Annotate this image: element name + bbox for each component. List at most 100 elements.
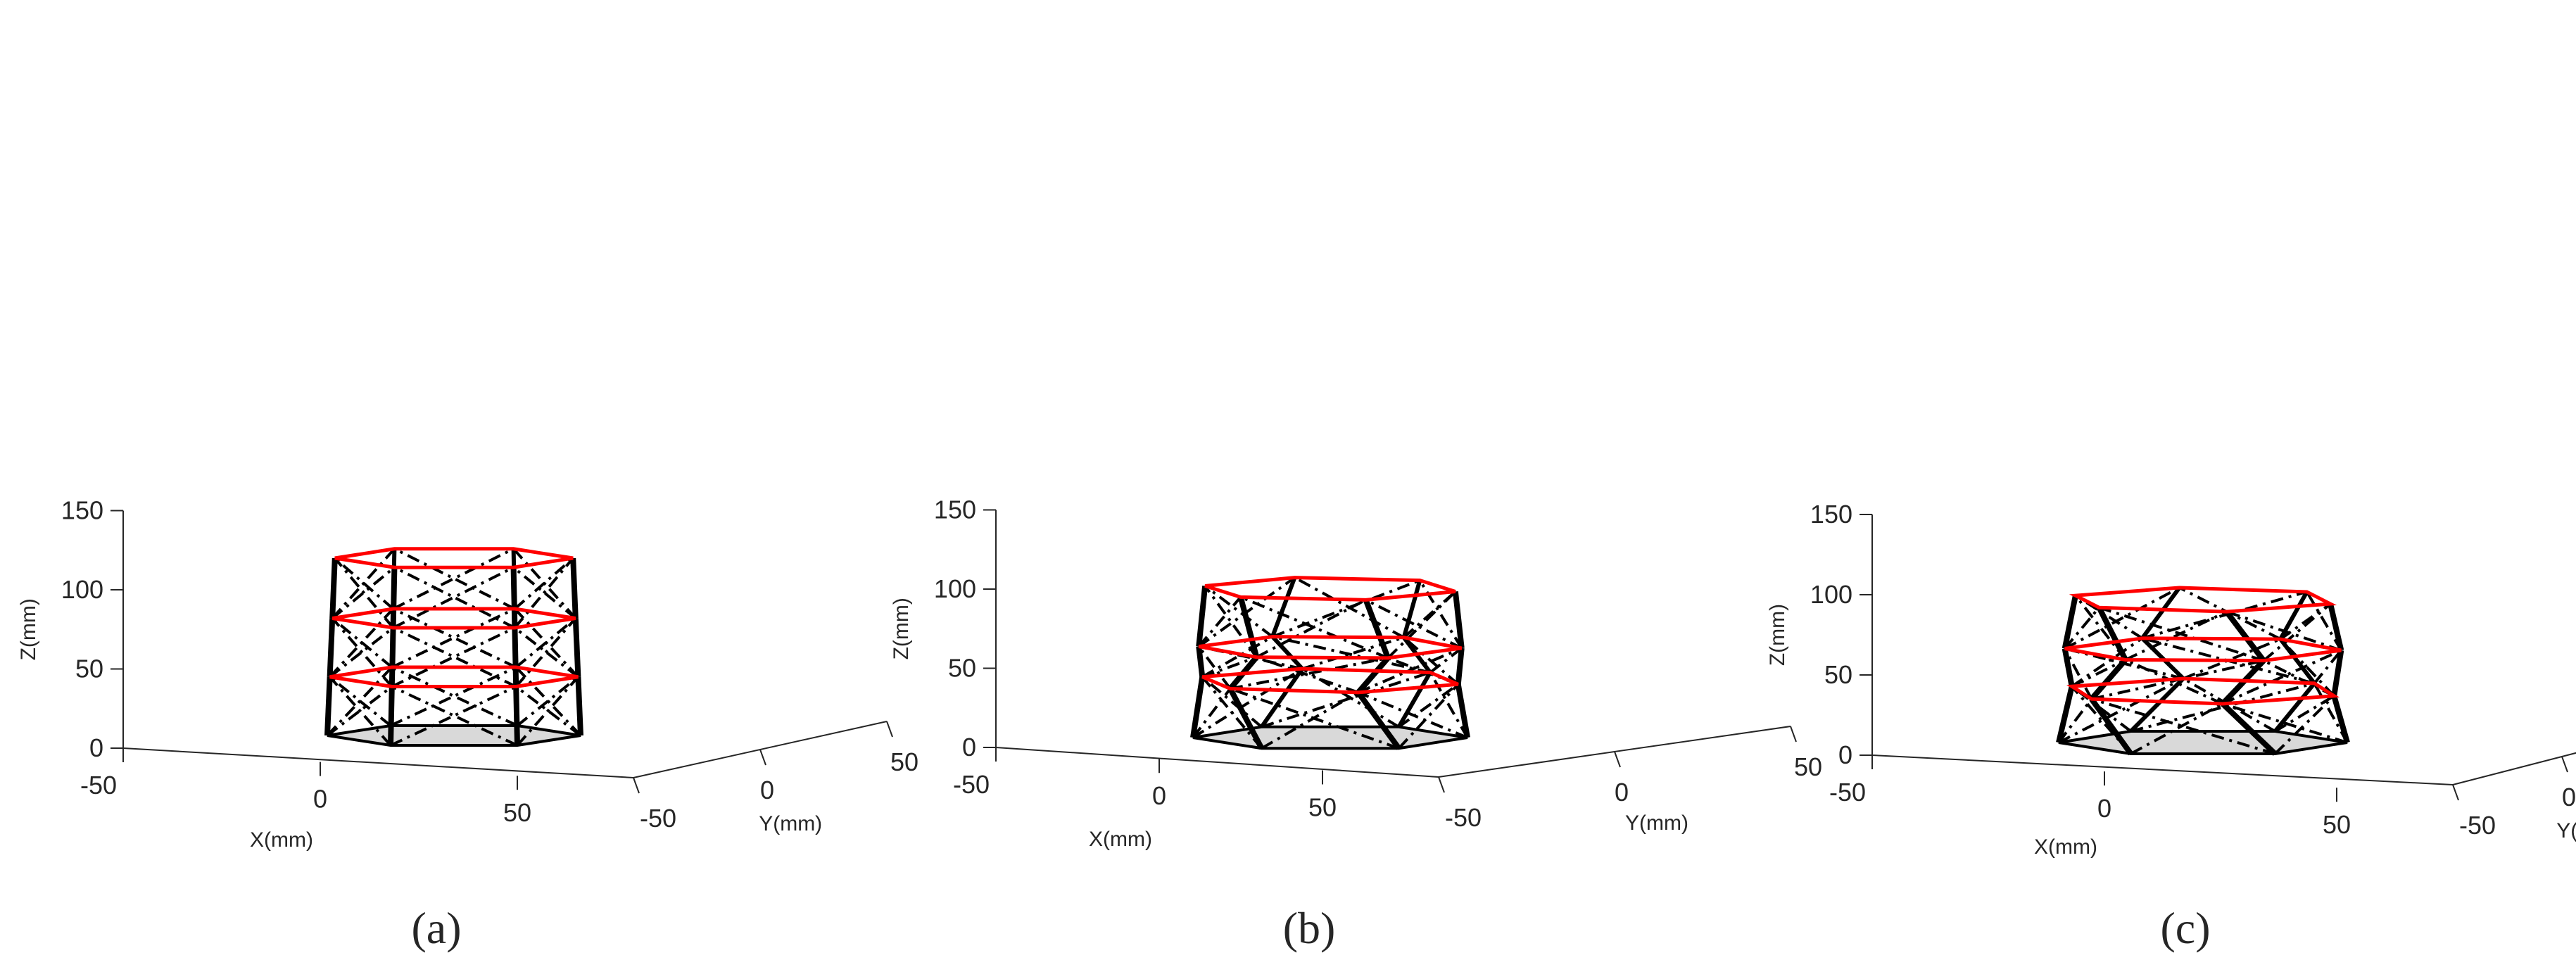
module-ring [332, 607, 576, 630]
diagonal-brace [392, 626, 517, 688]
diagonal-brace [1197, 645, 1232, 690]
y-axis-label: Y(mm) [759, 812, 822, 835]
diagonal-brace [1429, 647, 1463, 674]
diagonal-brace [393, 566, 516, 629]
diagonal-brace [513, 557, 574, 629]
vertical-strut [1196, 586, 1208, 647]
diagonal-brace [392, 548, 514, 610]
module-ring [2069, 586, 2337, 614]
diagonal-brace [2058, 677, 2184, 744]
diagonal-brace [331, 617, 393, 688]
x-axis-line [995, 747, 1439, 778]
diagonal-brace [516, 676, 579, 747]
z-tick-label: 150 [1810, 500, 1852, 529]
diagonal-brace [391, 626, 516, 688]
diagonal-brace [334, 557, 394, 610]
vertical-strut [2331, 650, 2344, 697]
diagonal-brace [390, 685, 517, 747]
panel-caption: (b) [1283, 903, 1336, 953]
vertical-strut [1396, 671, 1432, 728]
diagonal-brace [391, 666, 518, 727]
diagonal-brace [1197, 596, 1242, 648]
vertical-strut [575, 676, 583, 736]
y-tick-mark [886, 721, 893, 738]
diagonal-brace [1398, 683, 1460, 750]
module-ring [1204, 576, 1456, 602]
vertical-strut [2129, 677, 2185, 733]
vertical-strut [570, 557, 579, 619]
base-plate [1192, 725, 1468, 750]
vertical-strut [1196, 646, 1206, 678]
diagonal-brace [514, 617, 577, 688]
module-ring [1201, 667, 1459, 695]
diagonal-brace [2279, 638, 2335, 697]
diagonal-brace [1357, 690, 1468, 739]
diagonal-brace [2091, 697, 2276, 755]
diagonal-brace [2063, 648, 2093, 700]
z-tick-label: 0 [962, 733, 976, 762]
diagonal-brace [1365, 598, 1463, 650]
diagonal-brace [2130, 681, 2315, 733]
x-tick-label: -50 [1829, 778, 1866, 807]
diagonal-brace [2125, 610, 2228, 662]
vertical-strut [2140, 586, 2181, 640]
diagonal-brace [1201, 655, 1258, 678]
vertical-strut [2273, 682, 2316, 733]
diagonal-brace [1387, 590, 1457, 659]
y-tick-mark [633, 777, 640, 794]
diagonal-brace [329, 676, 392, 727]
y-axis-line [2452, 752, 2576, 785]
diagonal-brace [2279, 602, 2332, 640]
diagonal-brace [1256, 598, 1367, 659]
diagonal-brace [1192, 667, 1303, 739]
diagonal-brace [2313, 682, 2349, 743]
base-plate [327, 724, 581, 747]
y-tick-label: -50 [640, 804, 676, 833]
vertical-strut [1356, 656, 1391, 695]
y-tick-label: 0 [2562, 783, 2576, 811]
diagonal-brace [1201, 676, 1263, 728]
vertical-strut [2056, 686, 2075, 743]
vertical-strut [1237, 596, 1260, 658]
y-tick-mark [2452, 784, 2459, 801]
diagonal-brace [329, 676, 392, 747]
y-tick-label: 50 [1794, 752, 1822, 781]
x-tick-label: 50 [2323, 810, 2351, 839]
y-tick-label: -50 [2459, 811, 2496, 840]
vertical-strut [391, 548, 397, 609]
vertical-strut [2062, 648, 2075, 688]
diagonal-brace [2057, 697, 2093, 744]
diagonal-brace [1261, 671, 1431, 728]
diagonal-brace [1230, 656, 1389, 690]
y-tick-label: 50 [890, 747, 918, 776]
module-ring [1198, 635, 1463, 660]
diagonal-brace [1403, 590, 1457, 639]
x-axis-line [1871, 754, 2454, 785]
vertical-strut [2331, 695, 2350, 744]
y-tick-label: -50 [1445, 803, 1482, 832]
diagonal-brace [1261, 691, 1359, 750]
diagonal-brace [2178, 586, 2281, 640]
z-axis-label: Z(mm) [1766, 604, 1789, 666]
diagonal-brace [1272, 635, 1431, 674]
diagonal-brace [1398, 683, 1459, 728]
diagonal-brace [2222, 702, 2348, 744]
vertical-strut [2278, 590, 2309, 640]
diagonal-brace [390, 666, 517, 727]
vertical-strut [2224, 609, 2266, 663]
diagonal-brace [2142, 590, 2308, 640]
vertical-strut [1401, 579, 1422, 638]
diagonal-brace [514, 666, 582, 737]
y-tick-label: 0 [1615, 778, 1629, 807]
diagonal-brace [2130, 702, 2223, 755]
vertical-strut [2221, 702, 2278, 756]
diagonal-brace [2183, 677, 2276, 733]
diagonal-brace [2222, 649, 2342, 705]
panel-caption: (c) [2160, 903, 2210, 953]
vertical-strut [1260, 667, 1304, 728]
diagonal-brace [512, 548, 577, 619]
vertical-strut [1190, 676, 1206, 738]
